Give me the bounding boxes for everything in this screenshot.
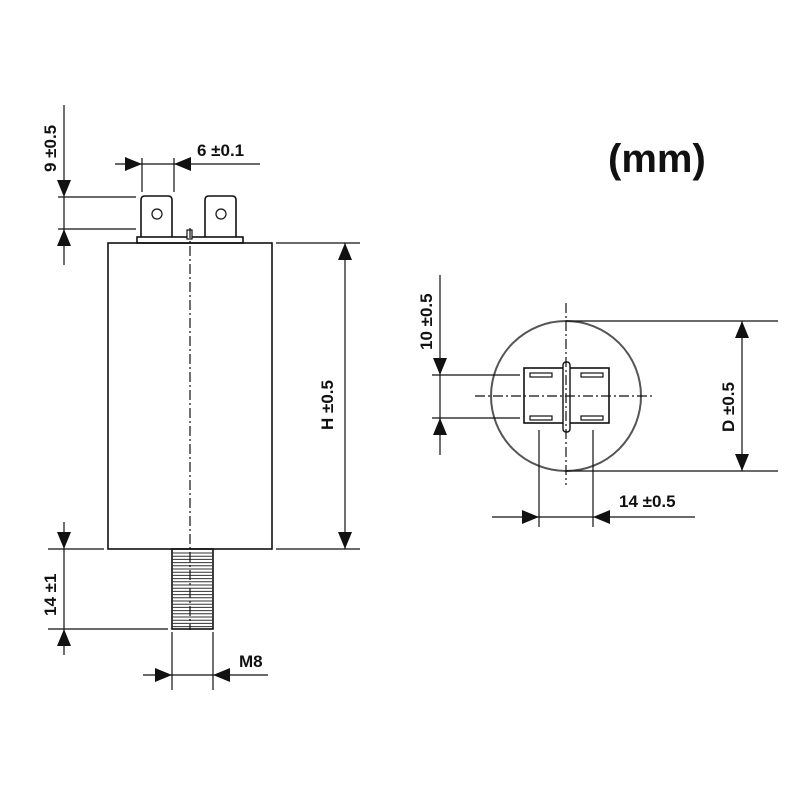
dimension-label: 9 ±0.5 — [41, 125, 60, 172]
terminal-slot — [529, 415, 553, 421]
terminal-hole-right — [215, 208, 227, 220]
dimension-label: D ±0.5 — [719, 382, 738, 432]
dimension-height: H ±0.5 — [276, 242, 360, 550]
dimension-label: H ±0.5 — [318, 380, 337, 430]
dimension-stud-thread: M8 — [143, 632, 268, 690]
dimension-label: 10 ±0.5 — [417, 293, 436, 350]
dimension-terminal-spacing-vertical: 10 ±0.5 — [417, 275, 520, 455]
dimension-diameter: D ±0.5 — [566, 320, 778, 472]
threaded-stud — [171, 548, 214, 630]
dimension-label: 14 ±0.5 — [619, 492, 676, 511]
terminal-hole-left — [151, 208, 163, 220]
dimension-label: 14 ±1 — [41, 574, 60, 616]
side-view: 9 ±0.5 6 ±0.1 H ±0.5 14 ±1 — [41, 105, 360, 690]
dimension-terminal-height: 9 ±0.5 — [41, 105, 136, 265]
terminal-slot — [580, 415, 604, 421]
terminal-tab-left — [140, 195, 173, 237]
units-label: (mm) — [608, 137, 706, 181]
terminal-slot — [580, 372, 604, 378]
dimension-stud-length: 14 ±1 — [41, 522, 168, 655]
dimension-terminal-spacing-horizontal: 14 ±0.5 — [492, 430, 695, 527]
top-view: 10 ±0.5 D ±0.5 14 ±0.5 — [417, 275, 778, 527]
dimension-label: M8 — [239, 652, 263, 671]
dimension-label: 6 ±0.1 — [197, 141, 244, 160]
terminal-tab-right — [204, 195, 237, 237]
terminal-slot — [529, 372, 553, 378]
dimension-terminal-width: 6 ±0.1 — [115, 141, 260, 192]
